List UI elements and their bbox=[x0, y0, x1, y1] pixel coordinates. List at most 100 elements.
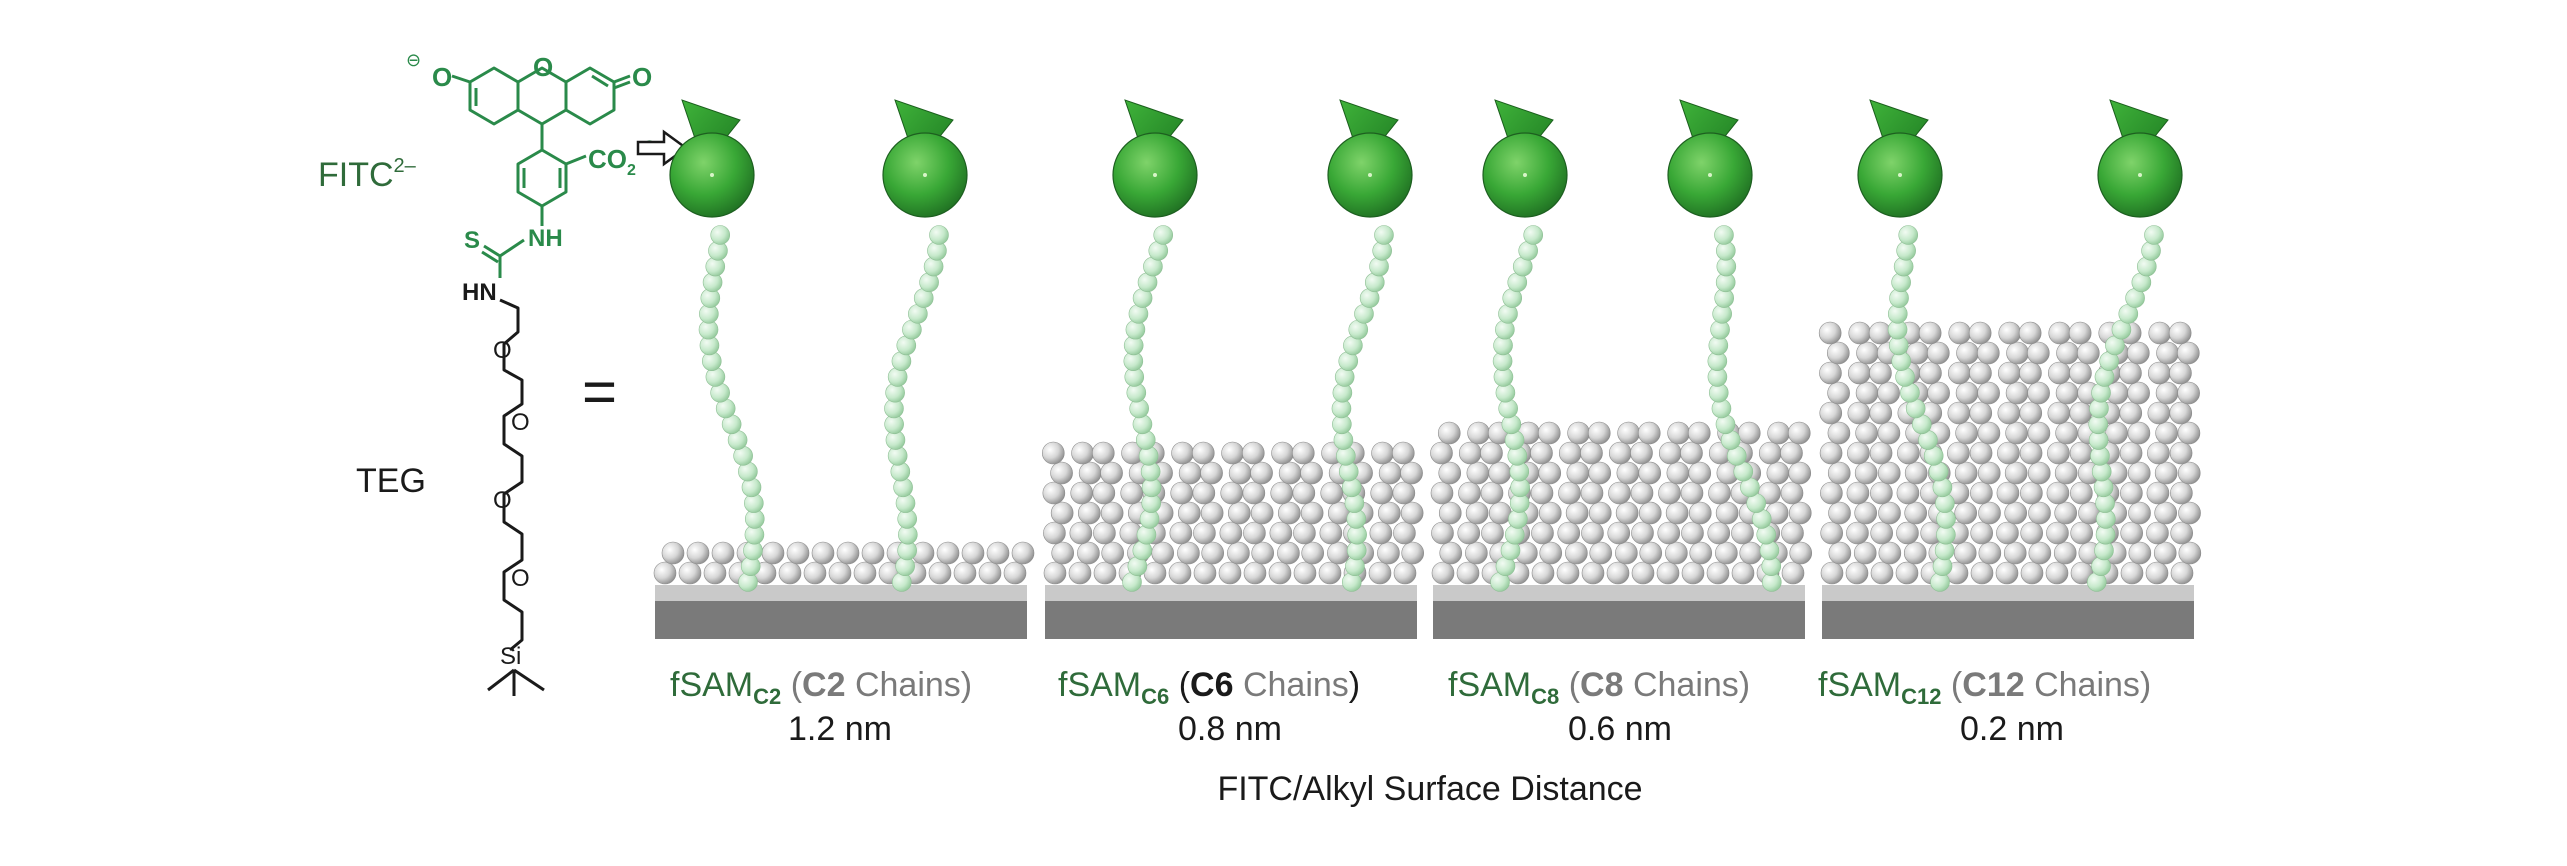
alkyl-bead bbox=[1557, 521, 1581, 545]
substrate-silica bbox=[1433, 585, 1805, 601]
alkyl-bead bbox=[1903, 541, 1927, 565]
alkyl-bead bbox=[1069, 521, 1093, 545]
alkyl-bead bbox=[1268, 561, 1292, 585]
substrate-silicon bbox=[1433, 601, 1805, 639]
alkyl-bead bbox=[1218, 561, 1242, 585]
alkyl-bead bbox=[1955, 421, 1978, 445]
alkyl-bead bbox=[1856, 341, 1879, 365]
alkyl-bead bbox=[1638, 461, 1662, 485]
alkyl-bead bbox=[2127, 421, 2151, 445]
alkyl-bead bbox=[2069, 441, 2093, 465]
alkyl-bead bbox=[2077, 341, 2100, 365]
alkyl-bead bbox=[1977, 461, 2001, 485]
alkyl-bead bbox=[1143, 561, 1167, 585]
alkyl-bead bbox=[1680, 481, 1704, 505]
alkyl-bead bbox=[1818, 321, 1842, 345]
alkyl-bead bbox=[1615, 501, 1639, 525]
alkyl-bead bbox=[1877, 461, 1901, 485]
alkyl-bead bbox=[2027, 421, 2051, 445]
alkyl-bead bbox=[1828, 541, 1852, 565]
alkyl-bead bbox=[1919, 361, 1942, 385]
alkyl-bead bbox=[1093, 521, 1116, 545]
alkyl-bead bbox=[1438, 501, 1462, 525]
teg-bead bbox=[2144, 225, 2164, 245]
alkyl-bead bbox=[2019, 441, 2043, 465]
alkyl-bead bbox=[1431, 561, 1455, 585]
alkyl-bead bbox=[1947, 441, 1970, 465]
alkyl-bead bbox=[1171, 441, 1194, 465]
alkyl-bead bbox=[1780, 441, 1803, 465]
alkyl-bead bbox=[2177, 421, 2201, 445]
alkyl-bead bbox=[1100, 501, 1124, 525]
alkyl-bead bbox=[1558, 441, 1582, 465]
atom-o-keto: O bbox=[632, 62, 652, 92]
charge-minus-icon: ⊖ bbox=[406, 50, 421, 70]
alkyl-bead bbox=[1456, 561, 1480, 585]
alkyl-bead bbox=[1177, 541, 1200, 565]
alkyl-bead bbox=[1458, 441, 1482, 465]
alkyl-bead bbox=[1927, 341, 1950, 365]
alkyl-bead bbox=[1767, 421, 1790, 445]
panel-1 bbox=[653, 99, 1035, 639]
alkyl-bead bbox=[2120, 521, 2143, 545]
alkyl-bead bbox=[1401, 541, 1425, 565]
alkyl-bead bbox=[2153, 541, 2177, 565]
alkyl-bead bbox=[1681, 561, 1705, 585]
alkyl-bead bbox=[2170, 481, 2193, 505]
alkyl-bead bbox=[1997, 441, 2020, 465]
alkyl-bead bbox=[1250, 461, 1273, 485]
alkyl-bead bbox=[1969, 361, 1992, 385]
alkyl-bead bbox=[2154, 461, 2178, 485]
alkyl-bead bbox=[1996, 481, 2020, 505]
alkyl-bead bbox=[1656, 561, 1680, 585]
alkyl-bead bbox=[1051, 541, 1075, 565]
alkyl-bead bbox=[2119, 361, 2142, 385]
alkyl-bead bbox=[1780, 481, 1804, 505]
alkyl-bead bbox=[1292, 481, 1316, 505]
alkyl-bead bbox=[2119, 401, 2143, 425]
alkyl-bead bbox=[2147, 441, 2170, 465]
alkyl-bead bbox=[1870, 481, 1893, 505]
teg-label: TEG bbox=[356, 462, 426, 500]
alkyl-bead bbox=[2147, 401, 2171, 425]
alkyl-bead bbox=[1918, 321, 1942, 345]
alkyl-bead bbox=[2169, 361, 2192, 385]
teg-bead bbox=[1898, 225, 1919, 245]
alkyl-bead bbox=[1869, 361, 1892, 385]
alkyl-bead bbox=[1480, 441, 1503, 465]
alkyl-bead bbox=[1855, 421, 1878, 445]
alkyl-bead bbox=[1368, 561, 1392, 585]
alkyl-bead bbox=[1120, 481, 1144, 505]
axis-caption: FITC/Alkyl Surface Distance bbox=[1217, 770, 1642, 808]
alkyl-bead bbox=[1877, 381, 1900, 405]
fitc-teg-chain bbox=[1327, 99, 1413, 592]
sphere-highlight bbox=[1708, 173, 1712, 177]
alkyl-bead bbox=[1466, 461, 1490, 485]
alkyl-bead bbox=[861, 541, 885, 565]
sphere-highlight bbox=[2138, 173, 2142, 177]
alkyl-bead bbox=[1291, 441, 1315, 465]
alkyl-bead bbox=[1781, 521, 1804, 545]
alkyl-bead bbox=[1191, 441, 1215, 465]
alkyl-bead bbox=[1877, 421, 1901, 445]
alkyl-bead bbox=[1819, 441, 1843, 465]
alkyl-bead bbox=[2177, 461, 2201, 485]
alkyl-bead bbox=[1293, 521, 1316, 545]
sphere-highlight bbox=[923, 173, 927, 177]
alkyl-bead bbox=[1192, 481, 1216, 505]
alkyl-bead bbox=[1580, 481, 1604, 505]
alkyl-bead bbox=[828, 561, 852, 585]
alkyl-bead bbox=[1481, 521, 1504, 545]
alkyl-monolayer bbox=[1041, 441, 1425, 585]
alkyl-bead bbox=[1970, 481, 1993, 505]
alkyl-bead bbox=[1077, 541, 1100, 565]
alkyl-bead bbox=[1430, 441, 1453, 465]
alkyl-bead bbox=[2177, 381, 2200, 405]
alkyl-bead bbox=[1927, 381, 1950, 405]
alkyl-bead bbox=[1731, 521, 1754, 545]
alkyl-bead bbox=[2170, 521, 2193, 545]
alkyl-bead bbox=[1050, 461, 1073, 485]
substrate-silicon bbox=[655, 601, 1027, 639]
alkyl-bead bbox=[1997, 401, 2021, 425]
